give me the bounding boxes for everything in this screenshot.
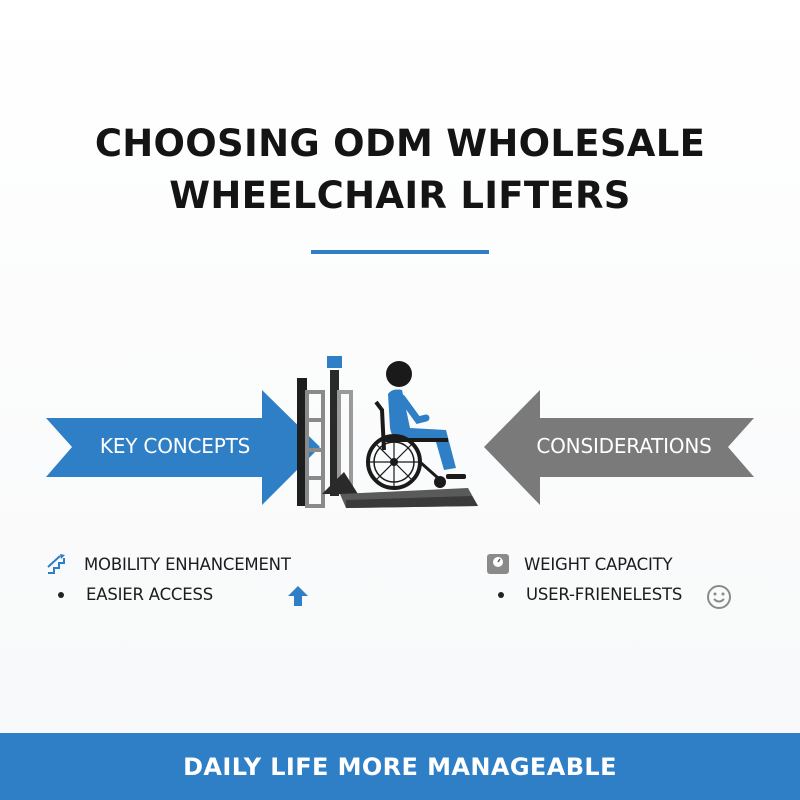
smiley-icon (706, 584, 732, 610)
lifter-icon (297, 356, 478, 508)
key-concepts-arrow (46, 390, 320, 505)
weight-capacity-text: WEIGHT CAPACITY (524, 554, 673, 574)
easier-access-text: EASIER ACCESS (86, 585, 213, 604)
list-item: USER-FRIENELESTS (486, 585, 682, 604)
considerations-label: CONSIDERATIONS (536, 434, 712, 458)
list-item: WEIGHT CAPACITY (486, 553, 673, 575)
footer-text: DAILY LIFE MORE MANAGEABLE (183, 752, 617, 781)
key-concepts-label: KEY CONCEPTS (99, 434, 251, 458)
list-item: EASIER ACCESS (46, 585, 213, 604)
stairs-lift-icon (46, 553, 70, 575)
mobility-enhancement-text: MOBILITY ENHANCEMENT (84, 554, 291, 574)
considerations-arrow (484, 390, 754, 505)
up-arrow-icon (286, 584, 310, 608)
page-title: CHOOSING ODM WHOLESALE WHEELCHAIR LIFTER… (0, 118, 800, 222)
bullet (498, 591, 504, 598)
list-item: MOBILITY ENHANCEMENT (46, 553, 291, 575)
title-underline (311, 250, 489, 254)
title-line-2: WHEELCHAIR LIFTERS (169, 174, 631, 217)
scale-icon (486, 553, 510, 575)
title-line-1: CHOOSING ODM WHOLESALE (94, 122, 706, 165)
wheelchair-user-icon (366, 361, 466, 490)
bullet (58, 591, 64, 598)
footer-banner: DAILY LIFE MORE MANAGEABLE (0, 733, 800, 800)
user-friendliness-text: USER-FRIENELESTS (526, 585, 683, 604)
